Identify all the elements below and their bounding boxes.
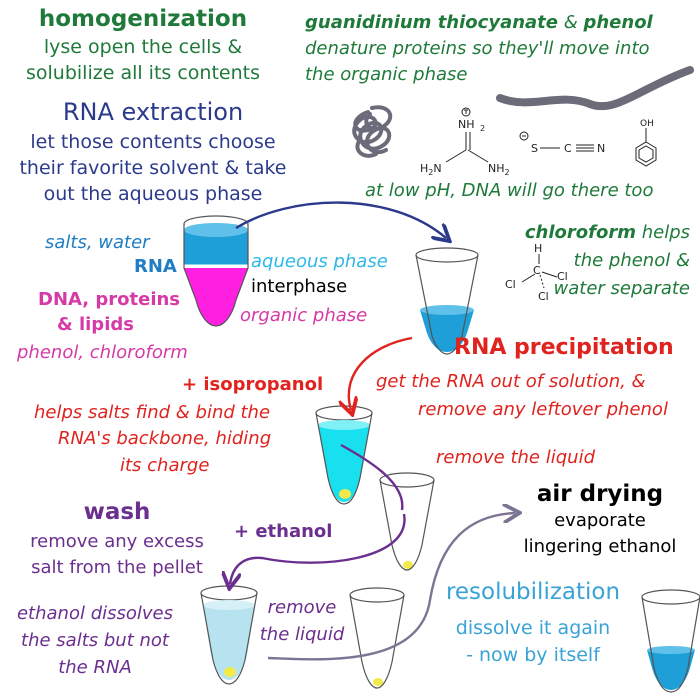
resolubilization-title: resolubilization bbox=[445, 579, 621, 605]
phenol-oh: OH bbox=[640, 119, 654, 129]
air-drying-title: air drying bbox=[536, 481, 664, 507]
isopropanol-line3: its charge bbox=[120, 455, 210, 476]
isopropanol-line2: RNA's backbone, hiding bbox=[58, 428, 272, 449]
thiocyanate-structure-icon bbox=[519, 131, 594, 152]
tube-pellet-dry bbox=[379, 472, 435, 571]
chloroform-cl-left: Cl bbox=[505, 278, 516, 291]
thiocyanate-s: S bbox=[531, 142, 538, 155]
resolubilization-line2: - now by itself bbox=[466, 644, 600, 666]
reagents-line2: denature proteins so they'll move into bbox=[305, 38, 650, 59]
chloroform-line3: water separate bbox=[553, 278, 690, 299]
tube-pellet-after-wash bbox=[349, 587, 405, 689]
chloroform-cl-bottom: Cl bbox=[538, 290, 549, 303]
guanidinium-nh2-top: NH bbox=[458, 118, 475, 131]
wash-note3: the RNA bbox=[58, 657, 132, 678]
unfolded-protein-strand-icon bbox=[496, 66, 694, 111]
rna-label: RNA bbox=[134, 256, 177, 277]
extraction-line2: their favorite solvent & take bbox=[19, 157, 287, 179]
chloroform-title: chloroform helps bbox=[524, 222, 690, 243]
remove-label-line2: the liquid bbox=[259, 624, 345, 645]
thiocyanate-n: N bbox=[597, 142, 605, 155]
precipitation-line1: get the RNA out of solution, & bbox=[376, 371, 646, 392]
phenol-structure-icon bbox=[635, 128, 657, 167]
chloroform-h: H bbox=[534, 242, 542, 255]
organic-phase-label: organic phase bbox=[240, 305, 368, 326]
arrow-to-isopropanol-tube bbox=[349, 336, 413, 410]
extraction-title: RNA extraction bbox=[62, 98, 244, 126]
extraction-line3: out the aqueous phase bbox=[43, 183, 263, 205]
chloroform-structure-icon bbox=[521, 254, 558, 289]
guanidinium-h2n: H2N bbox=[420, 162, 442, 177]
protein-tangle-icon bbox=[352, 105, 393, 158]
tube-ethanol-wash bbox=[200, 585, 258, 685]
tube-phase-separation bbox=[183, 215, 249, 327]
dna-proteins-label: DNA, proteins bbox=[38, 289, 181, 310]
ethanol-label: + ethanol bbox=[234, 521, 333, 542]
wash-title: wash bbox=[83, 499, 151, 525]
remove-liquid-label: remove the liquid bbox=[436, 447, 595, 468]
svg-text:2: 2 bbox=[480, 124, 485, 133]
chloroform-c: C bbox=[533, 264, 541, 277]
reagents-line3: the organic phase bbox=[305, 64, 468, 85]
tube-aqueous-phase bbox=[415, 247, 479, 355]
wash-note1: ethanol dissolves bbox=[16, 603, 173, 624]
wash-note2: the salts but not bbox=[21, 630, 169, 651]
tube-resolubilized bbox=[641, 589, 700, 693]
arrow-to-aqueous-tube bbox=[235, 201, 446, 238]
air-drying-line1: evaporate bbox=[554, 510, 646, 531]
reagents-title: guanidinium thiocyanate & phenol bbox=[305, 12, 653, 33]
interphase-label: interphase bbox=[251, 276, 348, 297]
precipitation-line2: remove any leftover phenol bbox=[418, 399, 668, 420]
wash-line1: remove any excess bbox=[30, 531, 204, 552]
chloroform-line2: the phenol & bbox=[573, 250, 690, 271]
isopropanol-line1: helps salts find & bind the bbox=[34, 402, 271, 423]
homogenization-line2: solubilize all its contents bbox=[26, 62, 260, 84]
extraction-line1: let those contents choose bbox=[30, 131, 276, 153]
homogenization-line1: lyse open the cells & bbox=[43, 36, 243, 58]
thiocyanate-c: C bbox=[564, 142, 572, 155]
lipids-label: & lipids bbox=[57, 314, 134, 335]
tube-isopropanol bbox=[315, 405, 373, 505]
arrow-to-air-drying bbox=[267, 513, 515, 661]
arrow-remove-liquid-1 bbox=[340, 443, 404, 511]
remove-label-line1: remove bbox=[267, 597, 337, 618]
arrow-to-ethanol-tube bbox=[230, 513, 406, 584]
precipitation-title: RNA precipitation bbox=[454, 335, 674, 360]
wash-line2: salt from the pellet bbox=[31, 557, 203, 578]
chloroform-cl-right: Cl bbox=[557, 270, 568, 283]
dna-low-ph-note: at low pH, DNA will go there too bbox=[365, 180, 654, 201]
phenol-chloroform-label: phenol, chloroform bbox=[17, 342, 188, 363]
guanidinium-nh2-right: NH2 bbox=[488, 162, 510, 177]
salts-water-label: salts, water bbox=[45, 232, 150, 253]
aqueous-phase-label: aqueous phase bbox=[251, 251, 388, 272]
air-drying-line2: lingering ethanol bbox=[523, 536, 677, 557]
homogenization-title: homogenization bbox=[38, 6, 248, 32]
guanidinium-structure-icon bbox=[445, 107, 489, 163]
resolubilization-line1: dissolve it again bbox=[455, 617, 611, 639]
isopropanol-label: + isopropanol bbox=[182, 374, 324, 395]
